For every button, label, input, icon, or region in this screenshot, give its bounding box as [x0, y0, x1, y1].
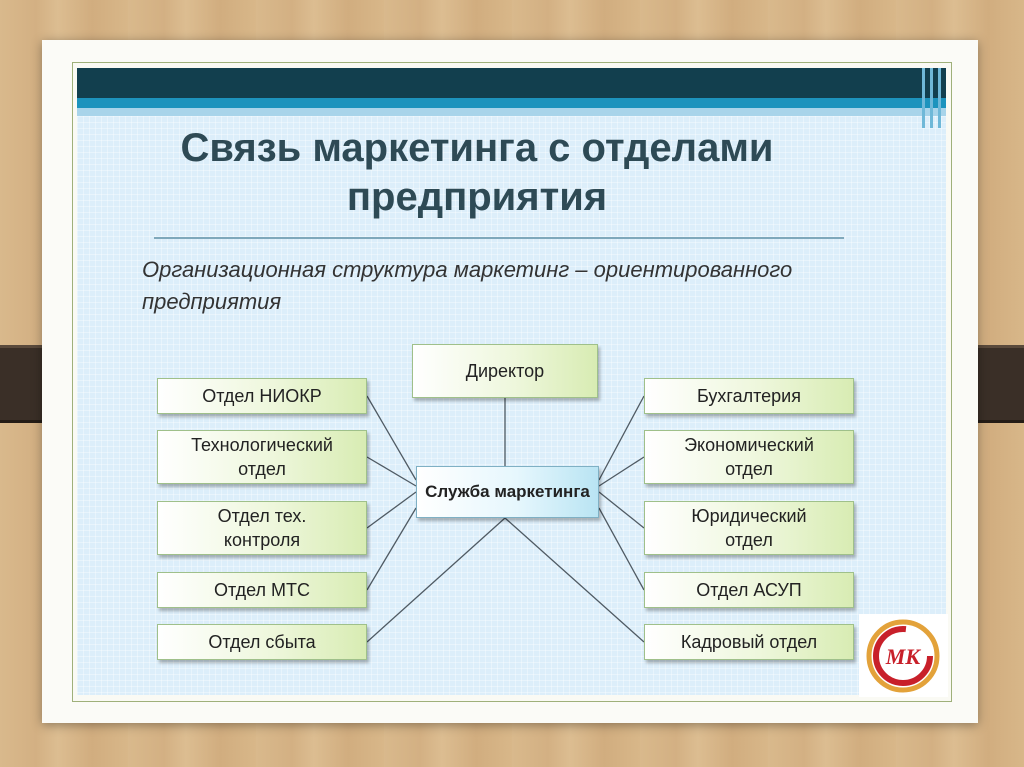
slide: Связь маркетинга с отделами предприятия …	[77, 68, 946, 695]
header-stripe	[930, 68, 933, 128]
connector-lines	[366, 395, 645, 643]
logo-ring-inner	[873, 626, 933, 686]
connector-line	[366, 491, 417, 529]
marketing-service-box: Служба маркетинга	[416, 466, 599, 518]
dept-box-right: Бухгалтерия	[644, 378, 854, 414]
connector-line	[598, 507, 645, 591]
connector-line	[366, 517, 506, 643]
connector-line	[504, 517, 645, 643]
connector-line	[598, 395, 645, 481]
dept-box-left: Отдел тех. контроля	[157, 501, 367, 555]
dept-box-right: Юридический отдел	[644, 501, 854, 555]
header-band-mid	[77, 98, 946, 108]
company-logo: МК	[859, 614, 948, 697]
header-stripe	[922, 68, 925, 128]
header-stripe	[938, 68, 941, 128]
slide-subtitle: Организационная структура маркетинг – ор…	[142, 257, 793, 314]
dept-box-left: Отдел МТС	[157, 572, 367, 608]
connector-line	[598, 491, 645, 529]
dept-box-right: Экономический отдел	[644, 430, 854, 484]
dept-box-left: Технологический отдел	[157, 430, 367, 484]
dept-box-left: Отдел сбыта	[157, 624, 367, 660]
header-band-dark	[77, 68, 946, 98]
dept-box-left: Отдел НИОКР	[157, 378, 367, 414]
logo-text: МК	[885, 644, 922, 669]
header-band-light	[77, 108, 946, 116]
connector-line	[366, 507, 417, 591]
connector-line	[366, 456, 417, 487]
connector-line	[366, 395, 417, 481]
connector-line	[598, 456, 645, 487]
director-box: Директор	[412, 344, 598, 398]
dept-box-right: Отдел АСУП	[644, 572, 854, 608]
slide-title: Связь маркетинга с отделами предприятия	[180, 126, 774, 219]
title-underline	[154, 237, 844, 239]
logo-ring-outer	[866, 619, 940, 693]
dept-box-right: Кадровый отдел	[644, 624, 854, 660]
